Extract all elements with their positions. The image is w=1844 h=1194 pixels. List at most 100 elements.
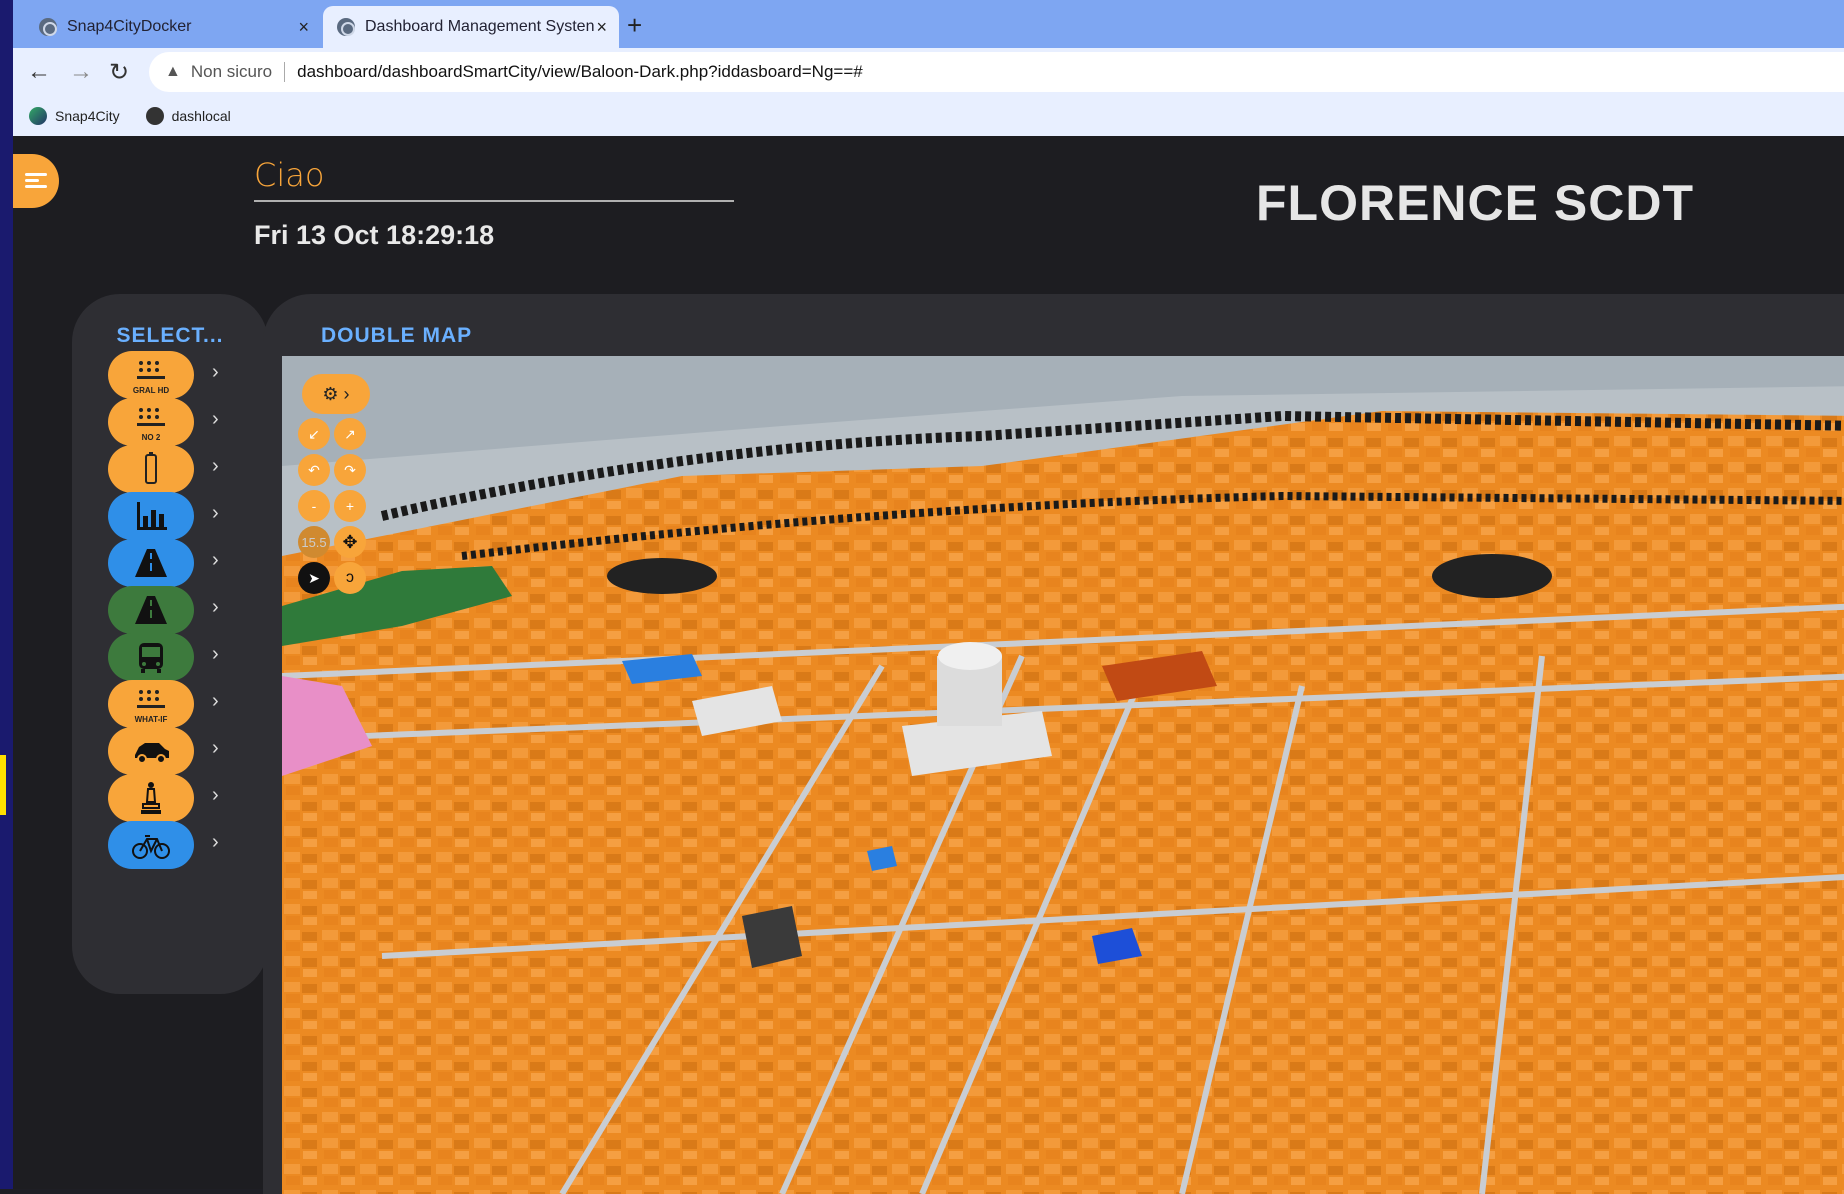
tree-cluster	[607, 558, 717, 594]
desktop-marker	[0, 755, 6, 815]
dashboard: Ciao Fri 13 Oct 18:29:18 FLORENCE SCDT S…	[13, 136, 1844, 1194]
blue-building	[622, 654, 702, 684]
select-item-battery[interactable]	[108, 445, 194, 493]
chevron-right-icon[interactable]: ›	[212, 690, 219, 712]
select-item-what-if[interactable]: WHAT-IF	[108, 680, 194, 728]
zoom-in-button[interactable]: +	[334, 490, 366, 522]
statue-icon	[141, 782, 161, 814]
globe-icon	[337, 18, 355, 36]
security-label[interactable]: Non sicuro	[191, 62, 286, 82]
hand-tool-button[interactable]: ↄ	[334, 562, 366, 594]
dark-building	[742, 906, 802, 968]
select-item-car[interactable]	[108, 727, 194, 775]
address-bar-row: ← → ↻ ▲ Non sicuro dashboard/dashboardSm…	[13, 48, 1844, 96]
blue-building	[1092, 928, 1142, 964]
greeting-divider	[254, 200, 734, 202]
chevron-right-icon[interactable]: ›	[212, 361, 219, 383]
zoom-readout: 15.5	[301, 534, 327, 550]
chevron-right-icon[interactable]: ›	[212, 408, 219, 430]
map-settings-button[interactable]: ⚙ ›	[302, 374, 370, 414]
tab-snap4citydocker[interactable]: Snap4CityDocker ×	[25, 6, 321, 48]
sensor-grid-icon	[137, 690, 165, 708]
tree-cluster	[1432, 554, 1552, 598]
road-icon	[135, 549, 167, 577]
chevron-right-icon[interactable]: ›	[212, 784, 219, 806]
select-item-gral-hd[interactable]: GRAL HD	[108, 351, 194, 399]
map-title: DOUBLE MAP	[321, 324, 473, 347]
menu-button[interactable]	[13, 154, 59, 208]
zoom-out-button[interactable]: -	[298, 490, 330, 522]
rotate-left-button[interactable]: ↶	[298, 454, 330, 486]
sensor-grid-icon	[137, 408, 165, 426]
chevron-right-icon[interactable]: ›	[212, 643, 219, 665]
car-icon	[135, 743, 169, 764]
globe-icon	[39, 18, 57, 36]
chevron-right-icon[interactable]: ›	[212, 737, 219, 759]
dome-top	[938, 642, 1002, 670]
warning-icon[interactable]: ▲	[165, 63, 181, 80]
tab-title: Dashboard Management Systen	[365, 18, 595, 35]
road-icon	[135, 596, 167, 624]
select-item-bus[interactable]	[108, 633, 194, 681]
chevron-right-icon[interactable]: ›	[212, 549, 219, 571]
white-building	[902, 711, 1052, 776]
bookmarks-bar: Snap4City dashlocal	[13, 96, 1844, 136]
select-item-monument[interactable]	[108, 774, 194, 822]
greeting-text: Ciao	[254, 156, 325, 194]
park-area	[282, 566, 512, 646]
tab-title: Snap4CityDocker	[67, 18, 192, 35]
select-item-statistics[interactable]	[108, 492, 194, 540]
map-scene	[282, 356, 1844, 1194]
select-item-roads[interactable]	[108, 586, 194, 634]
street-network	[282, 603, 1844, 1194]
highlighted-area	[282, 676, 372, 776]
map-3d-view[interactable]: ⚙ › ↙ ↗ ↶ ↷ - + 15.5 ✥ ➤ ↄ	[282, 356, 1844, 1194]
select-item-bike[interactable]	[108, 821, 194, 869]
bookmark-snap4city[interactable]: Snap4City	[29, 107, 120, 125]
select-item-label: NO 2	[141, 433, 161, 442]
chevron-right-icon[interactable]: ›	[212, 455, 219, 477]
pitch-up-button[interactable]: ↗	[334, 418, 366, 450]
double-map-widget: DOUBLE MAP	[263, 294, 1844, 1194]
pitch-down-button[interactable]: ↙	[298, 418, 330, 450]
bar-chart-icon	[137, 502, 167, 530]
tree-row	[380, 410, 1844, 521]
snap4city-logo-icon	[29, 107, 47, 125]
tab-bar: Snap4CityDocker × Dashboard Management S…	[13, 0, 1844, 48]
rotate-right-button[interactable]: ↷	[334, 454, 366, 486]
bicycle-icon	[132, 835, 170, 859]
bus-icon	[139, 643, 163, 673]
zoom-level: 15.5	[298, 526, 330, 558]
bookmark-label: Snap4City	[55, 108, 120, 124]
select-tool-button[interactable]: ➤	[298, 562, 330, 594]
select-item-no2[interactable]: NO 2	[108, 398, 194, 446]
select-item-traffic[interactable]	[108, 539, 194, 587]
bookmark-dashlocal[interactable]: dashlocal	[145, 107, 231, 125]
select-panel: SELECT... GRAL HD › NO 2 › › › ›	[72, 294, 268, 994]
chevron-right-icon[interactable]: ›	[212, 596, 219, 618]
select-panel-title: SELECT...	[116, 324, 224, 347]
clock-datetime: Fri 13 Oct 18:29:18	[254, 220, 495, 250]
tab-close-icon[interactable]: ×	[596, 16, 607, 37]
globe-icon	[145, 107, 164, 125]
select-item-label: WHAT-IF	[134, 715, 168, 724]
blue-building	[867, 846, 897, 871]
pan-button[interactable]: ✥	[334, 526, 366, 558]
chevron-right-icon[interactable]: ›	[212, 502, 219, 524]
bookmark-label: dashlocal	[171, 108, 231, 124]
battery-icon	[145, 452, 157, 484]
dashboard-title: FLORENCE SCDT	[1256, 175, 1694, 231]
hamburger-icon	[25, 173, 47, 189]
red-building	[1102, 651, 1217, 701]
tab-dashboard-management[interactable]: Dashboard Management Systen ×	[323, 6, 619, 48]
tab-close-icon[interactable]: ×	[298, 16, 309, 37]
chevron-right-icon[interactable]: ›	[212, 831, 219, 853]
reload-button[interactable]: ↻	[109, 59, 130, 86]
back-button[interactable]: ←	[27, 58, 51, 85]
url-bar[interactable]: ▲ Non sicuro dashboard/dashboardSmartCit…	[149, 52, 1844, 92]
new-tab-button[interactable]: +	[627, 10, 643, 40]
dome-building	[937, 656, 1002, 726]
sensor-grid-icon	[137, 361, 165, 379]
url-text[interactable]: dashboard/dashboardSmartCity/view/Baloon…	[297, 62, 863, 81]
forward-button[interactable]: →	[69, 58, 93, 85]
